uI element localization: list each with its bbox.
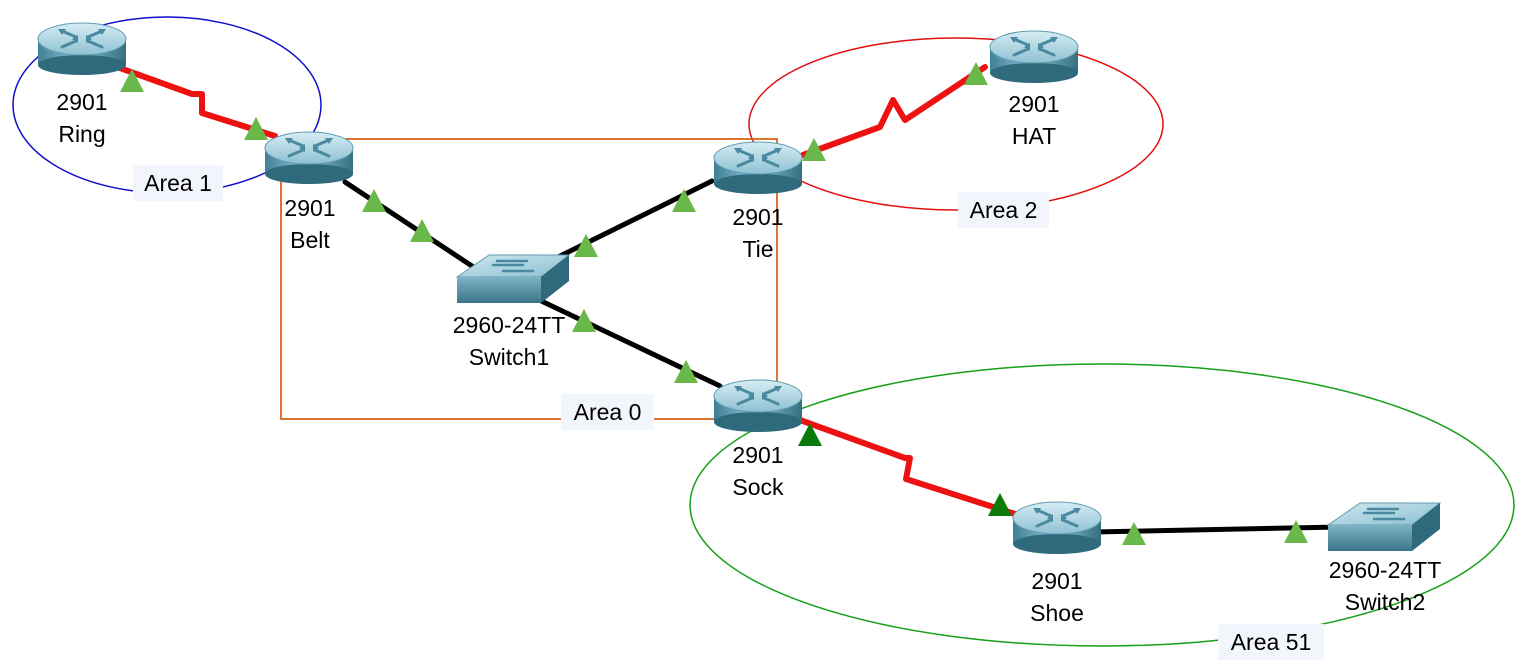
link-up-indicator (672, 189, 696, 212)
area-label-0: Area 0 (561, 394, 654, 430)
device-name: Tie (742, 236, 774, 262)
device-name: Ring (58, 121, 106, 147)
area-label-51: Area 51 (1218, 624, 1324, 660)
area-boundaries (12, 16, 1515, 647)
area-2-boundary (748, 37, 1164, 211)
device-model: 2960-24TT (1328, 557, 1442, 583)
device-model: 2901 (56, 89, 108, 115)
link-up-indicator (964, 62, 988, 85)
device-name: HAT (1011, 123, 1057, 149)
router-tie-icon[interactable] (712, 140, 804, 196)
device-model: 2901 (732, 204, 784, 230)
device-name: Switch1 (468, 344, 550, 370)
router-belt-icon[interactable] (263, 130, 355, 186)
link-up-indicator (572, 309, 596, 332)
link-up-indicator (120, 69, 144, 92)
router-shoe-icon[interactable] (1011, 500, 1103, 556)
link-status-indicators (120, 62, 1308, 545)
device-name: Sock (732, 474, 784, 500)
device-model: 2960-24TT (452, 312, 566, 338)
serial-link-tie-hat[interactable] (800, 64, 988, 158)
device-label-shoe: 2901 Shoe (1030, 565, 1084, 629)
router-sock-icon[interactable] (712, 378, 804, 434)
link-up-indicator (362, 189, 386, 212)
device-model: 2901 (284, 195, 336, 221)
serial-link-ring-belt[interactable] (117, 65, 278, 139)
device-label-hat: 2901 HAT (1008, 88, 1059, 152)
device-label-switch1: 2960-24TT Switch1 (453, 309, 566, 373)
link-up-indicator (802, 138, 826, 161)
switch-switch2-icon[interactable] (1326, 501, 1442, 553)
ethernet-link-belt-switch1[interactable] (342, 179, 481, 273)
link-up-indicator (1284, 520, 1308, 543)
link-up-indicator (410, 219, 434, 242)
area-0-boundary (280, 138, 778, 420)
router-hat-icon[interactable] (988, 29, 1080, 85)
link-up-indicator-dark (988, 493, 1012, 516)
link-up-indicator (674, 360, 698, 383)
device-model: 2901 (1031, 568, 1083, 594)
device-name: Switch2 (1344, 589, 1426, 615)
link-up-indicator-dark (798, 423, 822, 446)
device-label-sock: 2901 Sock (732, 439, 783, 503)
area-label-2: Area 2 (958, 192, 1049, 228)
area-51-boundary (689, 363, 1515, 647)
device-model: 2901 (1008, 91, 1060, 117)
link-up-indicator (1122, 522, 1146, 545)
area-label-1: Area 1 (133, 165, 223, 201)
device-label-tie: 2901 Tie (732, 201, 783, 265)
router-ring-icon[interactable] (36, 21, 128, 77)
device-label-ring: 2901 Ring (56, 86, 107, 150)
device-model: 2901 (732, 442, 784, 468)
switch-switch1-icon[interactable] (455, 253, 571, 305)
device-label-belt: 2901 Belt (284, 192, 335, 256)
ethernet-link-tie-switch1[interactable] (545, 178, 715, 265)
link-up-indicator (244, 117, 268, 140)
link-up-indicator (574, 234, 598, 257)
device-label-switch2: 2960-24TT Switch2 (1329, 554, 1442, 618)
device-name: Shoe (1030, 600, 1084, 626)
device-name: Belt (290, 227, 330, 253)
serial-link-sock-shoe[interactable] (797, 417, 1018, 517)
